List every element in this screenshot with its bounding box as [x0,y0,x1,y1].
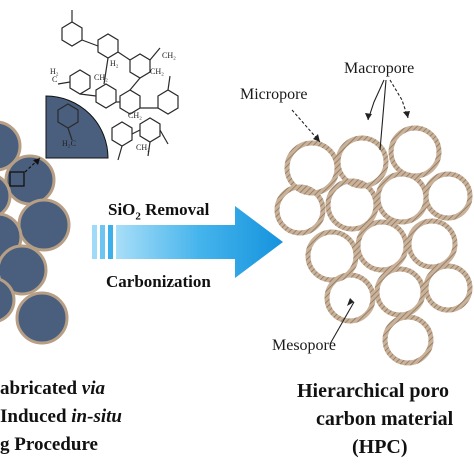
ch2-label: CH₂ [128,111,142,120]
carbon-ring [423,263,473,313]
sio2-removal-label: SiO2 Removal [108,200,209,222]
silica-sphere [0,120,22,172]
polymer-network [57,10,179,161]
right-caption-line2: carbon material [316,408,454,430]
porous-carbon-rings [274,125,473,366]
carbon-ring [324,272,376,324]
macropore-label: Macropore [344,60,415,77]
carbon-ring [388,125,442,179]
caption-italic: in-situ [71,406,122,427]
ch2-label: CH₂ [162,51,176,60]
zoomed-sphere-quadrant [45,95,109,159]
silica-sphere [0,244,48,296]
caption-text: abricated [0,378,82,399]
process-arrow [92,206,283,278]
carbon-ring [274,184,326,236]
silica-sphere [17,198,71,252]
right-caption-line1: Hierarchical poro [297,380,450,402]
zoom-arrow-head [33,158,40,165]
mesopore-pointer [329,301,355,345]
ch2-label: H₂ [110,59,119,68]
ch2-label: CH₂ [136,143,150,152]
carbonization-label: Carbonization [106,272,211,291]
carbon-ring [325,178,379,232]
removal-text: Removal [140,200,210,219]
carbon-ring [382,314,434,366]
ch2-label: C [52,75,57,84]
caption-text: Induced [0,406,72,427]
polymer-labels: H₂ C CH₂ CH₂ CH₂ H₂ CH₂ CH₂ H₂C [50,51,176,152]
ch2-label: CH₂ [150,67,164,76]
carbon-ring [423,171,473,221]
silica-sphere [4,154,56,206]
carbon-ring [355,219,409,273]
zoom-region-box [9,171,25,187]
ch2-label: H₂C [62,139,76,148]
coated-silica-spheres [0,120,71,345]
carbon-ring [406,218,458,270]
pore-pointers [291,79,409,345]
carbon-ring [335,135,389,189]
ch2-label: CH₂ [94,73,108,82]
mesopore-label: Mesopore [272,337,336,354]
left-caption-line2: Induced in-situ [0,406,122,428]
silica-sphere [15,291,69,345]
left-caption-line1: abricated via [0,378,105,400]
silica-sphere [0,175,12,217]
left-caption-line3: g Procedure [0,434,98,455]
caption-italic: via [81,378,106,399]
carbon-ring [374,266,426,318]
ch2-label: H₂ [50,67,59,76]
sio2-text: SiO [108,200,136,219]
sio2-subscript: 2 [135,210,141,223]
right-caption-line3: (HPC) [352,436,408,458]
micropore-label: Micropore [240,86,308,103]
pointer-heads [313,111,410,306]
carbon-ring [375,171,429,225]
silica-sphere [0,277,16,323]
macropore-pointer [379,79,387,151]
